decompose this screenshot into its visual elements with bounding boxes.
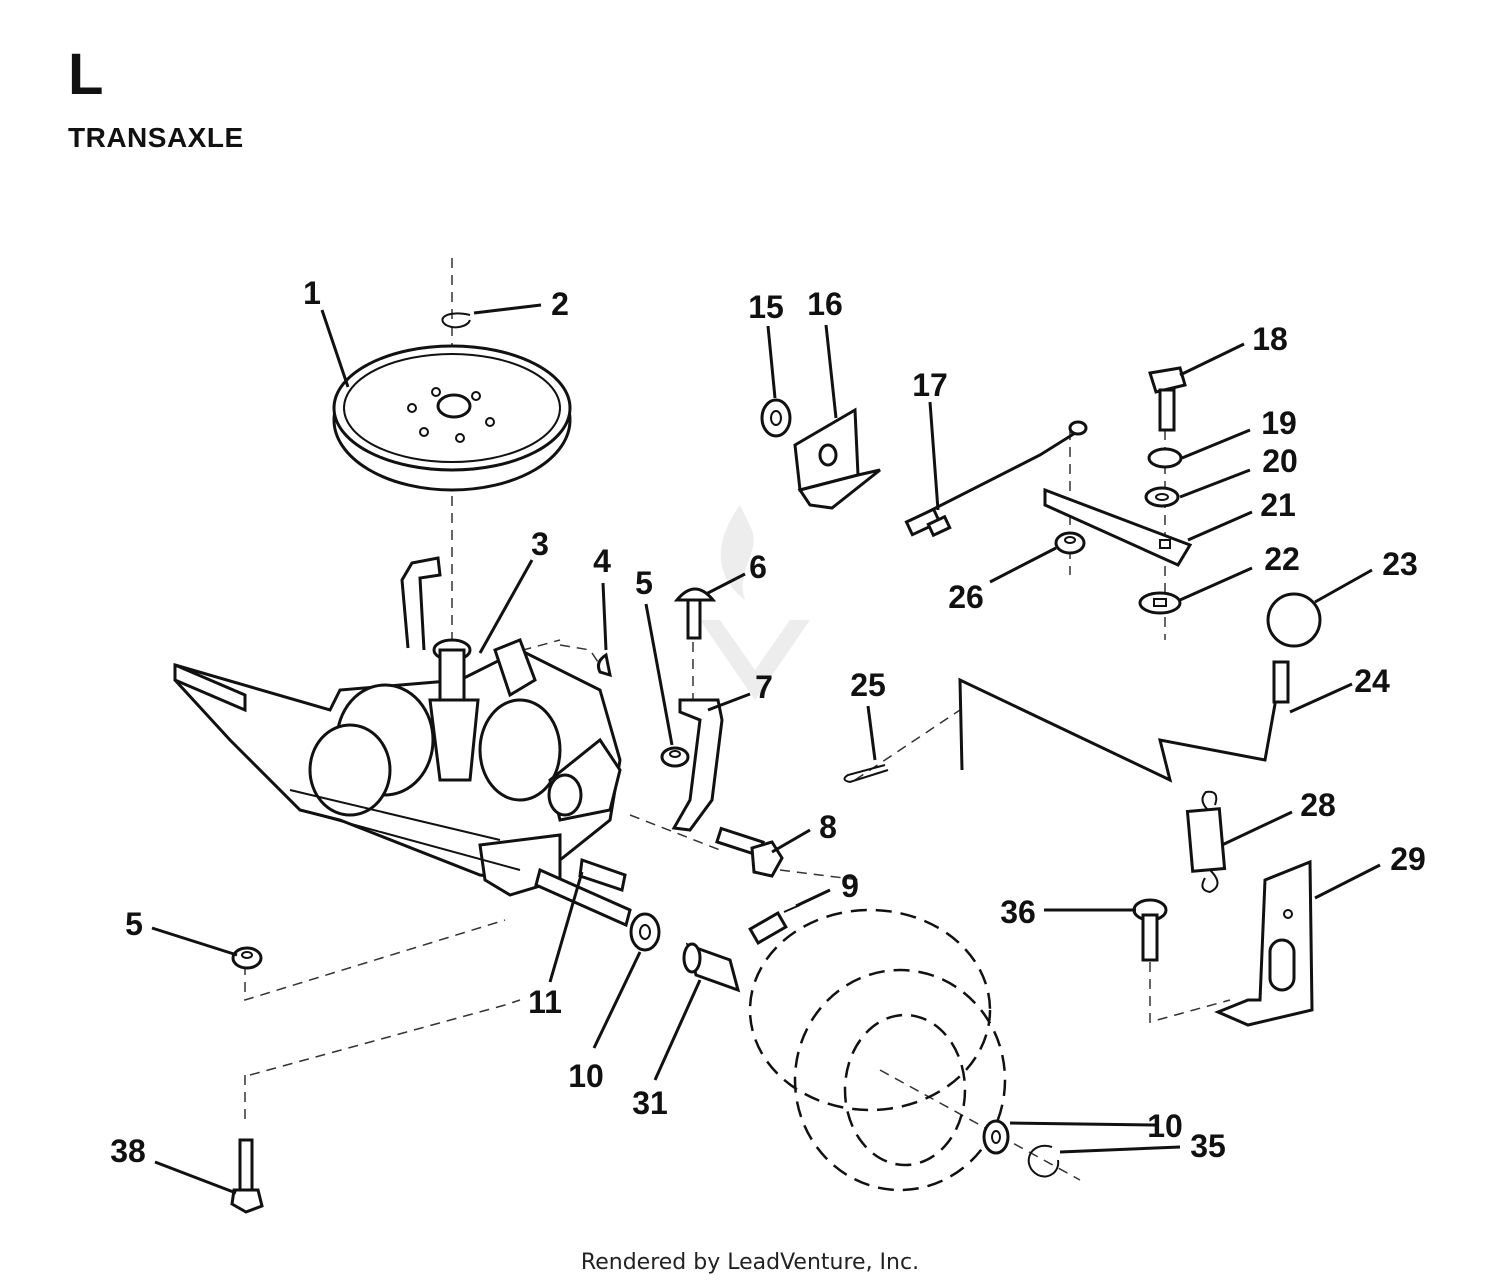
pivot-bracket <box>793 407 881 510</box>
callout-20: 20 <box>1262 443 1298 479</box>
axle-key <box>578 857 627 892</box>
callout-22: 22 <box>1264 541 1300 577</box>
axle-shaft <box>534 867 632 928</box>
callout-10-left: 10 <box>568 1058 604 1094</box>
callout-29: 29 <box>1390 841 1426 877</box>
callout-6: 6 <box>749 549 767 585</box>
bolt-18 <box>1148 366 1187 432</box>
callout-19: 19 <box>1261 405 1297 441</box>
nut-upper <box>660 746 690 768</box>
nut-26 <box>1054 531 1086 555</box>
shift-knob <box>1266 592 1322 648</box>
long-bolt <box>230 1138 264 1214</box>
leader-lines <box>151 303 1381 1195</box>
callout-8: 8 <box>819 809 837 845</box>
extension-spring <box>1185 790 1227 894</box>
carriage-bolt <box>673 587 717 640</box>
callout-1: 1 <box>303 275 321 311</box>
pulley <box>332 344 572 492</box>
control-rod <box>904 420 1088 538</box>
callout-4: 4 <box>593 543 611 579</box>
callout-15: 15 <box>748 289 784 325</box>
callout-28: 28 <box>1300 787 1336 823</box>
e-clip <box>441 312 471 329</box>
watermark-logo <box>700 505 810 700</box>
washer-right <box>982 1119 1010 1155</box>
callout-7: 7 <box>755 669 773 705</box>
rendered-by-footer: Rendered by LeadVenture, Inc. <box>580 1250 920 1275</box>
callout-38: 38 <box>110 1133 146 1169</box>
callout-9: 9 <box>841 868 859 904</box>
callout-26: 26 <box>948 579 984 615</box>
callout-5-upper: 5 <box>635 565 653 601</box>
spacer-sleeve <box>682 942 741 993</box>
section-title: TRANSAXLE <box>68 122 244 153</box>
callout-18: 18 <box>1252 321 1288 357</box>
spring-pin <box>748 904 801 945</box>
washer-left <box>629 912 661 952</box>
callout-36: 36 <box>1000 894 1036 930</box>
mounting-bracket <box>1214 859 1314 1027</box>
callout-3: 3 <box>531 526 549 562</box>
square-washer <box>1138 591 1182 615</box>
shift-lever <box>958 660 1290 783</box>
callout-35: 35 <box>1190 1128 1226 1164</box>
callout-31: 31 <box>632 1085 668 1121</box>
callout-16: 16 <box>807 286 843 322</box>
callout-21: 21 <box>1260 487 1296 523</box>
lock-washer <box>1147 447 1183 469</box>
section-letter: L <box>68 42 104 107</box>
nut-lower <box>231 946 263 970</box>
key <box>597 652 612 678</box>
link-plate <box>1043 487 1193 567</box>
retaining-clip <box>1027 1144 1060 1178</box>
transaxle-housing <box>173 556 622 897</box>
screw-36 <box>1132 898 1168 962</box>
cotter-pin <box>843 764 889 784</box>
callout-5-lower: 5 <box>125 906 143 942</box>
callout-25: 25 <box>850 667 886 703</box>
bracket <box>671 698 724 832</box>
callout-23: 23 <box>1382 546 1418 582</box>
callout-11: 11 <box>528 984 562 1020</box>
callout-10-right: 10 <box>1147 1108 1183 1144</box>
callout-17: 17 <box>912 367 948 403</box>
wheel-outline <box>748 908 1007 1192</box>
callout-labels: 1 2 3 4 5 5 6 7 8 9 10 10 11 15 16 17 18… <box>110 275 1426 1169</box>
flat-washer <box>1144 486 1180 508</box>
callout-2: 2 <box>551 286 569 322</box>
washer-15 <box>760 398 792 438</box>
callout-24: 24 <box>1354 663 1390 699</box>
